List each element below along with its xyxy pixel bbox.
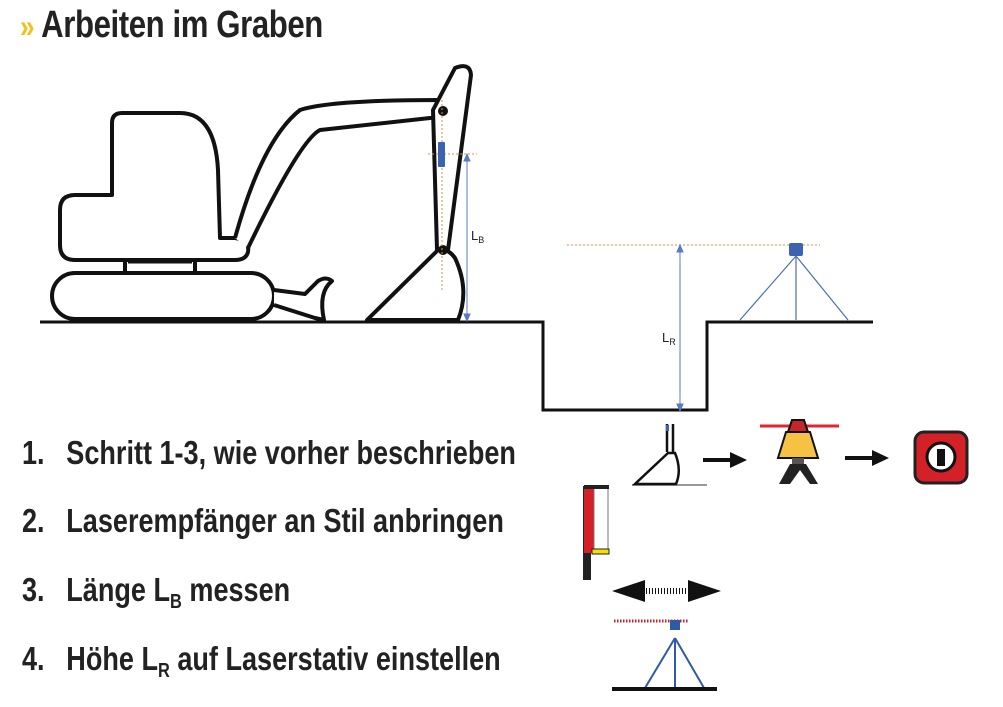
arrow-right-icon — [703, 452, 747, 468]
step-text: Höhe L — [66, 640, 158, 677]
laser-receiver-icon — [438, 142, 445, 167]
step-2: 2. Laserempfänger an Stil anbringen — [22, 502, 504, 540]
step-text: auf Laserstativ einstellen — [169, 640, 501, 677]
lr-dimension-arrow — [676, 243, 684, 413]
page-title: »Arbeiten im Graben — [20, 4, 323, 47]
step-text: Länge L — [66, 571, 171, 608]
lb-label: LB — [471, 228, 484, 245]
ground-trench-line — [40, 320, 873, 412]
chevron-marker-icon: » — [20, 8, 35, 44]
lb-dimension-arrow — [463, 152, 471, 323]
step-text: messen — [181, 571, 291, 608]
step-text: Schritt 1-3, wie vorher beschrieben — [66, 434, 516, 471]
tripod-height-icon — [612, 619, 717, 691]
title-text: Arbeiten im Graben — [41, 4, 323, 46]
step-subscript: R — [157, 660, 170, 682]
step-1: 1. Schritt 1-3, wie vorher beschrieben — [22, 434, 516, 472]
step-4: 4. Höhe LR auf Laserstativ einstellen — [22, 640, 501, 683]
rotating-laser-icon — [760, 419, 839, 484]
receiver-on-stick-icon — [583, 485, 610, 580]
laser-tripod-icon — [739, 243, 849, 321]
step-number: 1. — [22, 434, 45, 471]
step-subscript: B — [170, 591, 182, 613]
step-text: Laserempfänger an Stil anbringen — [66, 502, 504, 539]
excavator-illustration — [50, 64, 473, 322]
step-number: 4. — [22, 640, 45, 677]
bucket-mini-icon — [631, 424, 707, 486]
arrow-right-icon — [845, 450, 889, 466]
step-number: 2. — [22, 502, 45, 539]
measure-length-double-arrow-icon — [612, 580, 721, 602]
power-button-icon[interactable] — [913, 430, 969, 485]
lr-label: LR — [662, 330, 676, 347]
step-3: 3. Länge LB messen — [22, 571, 290, 614]
step-number: 3. — [22, 571, 45, 608]
